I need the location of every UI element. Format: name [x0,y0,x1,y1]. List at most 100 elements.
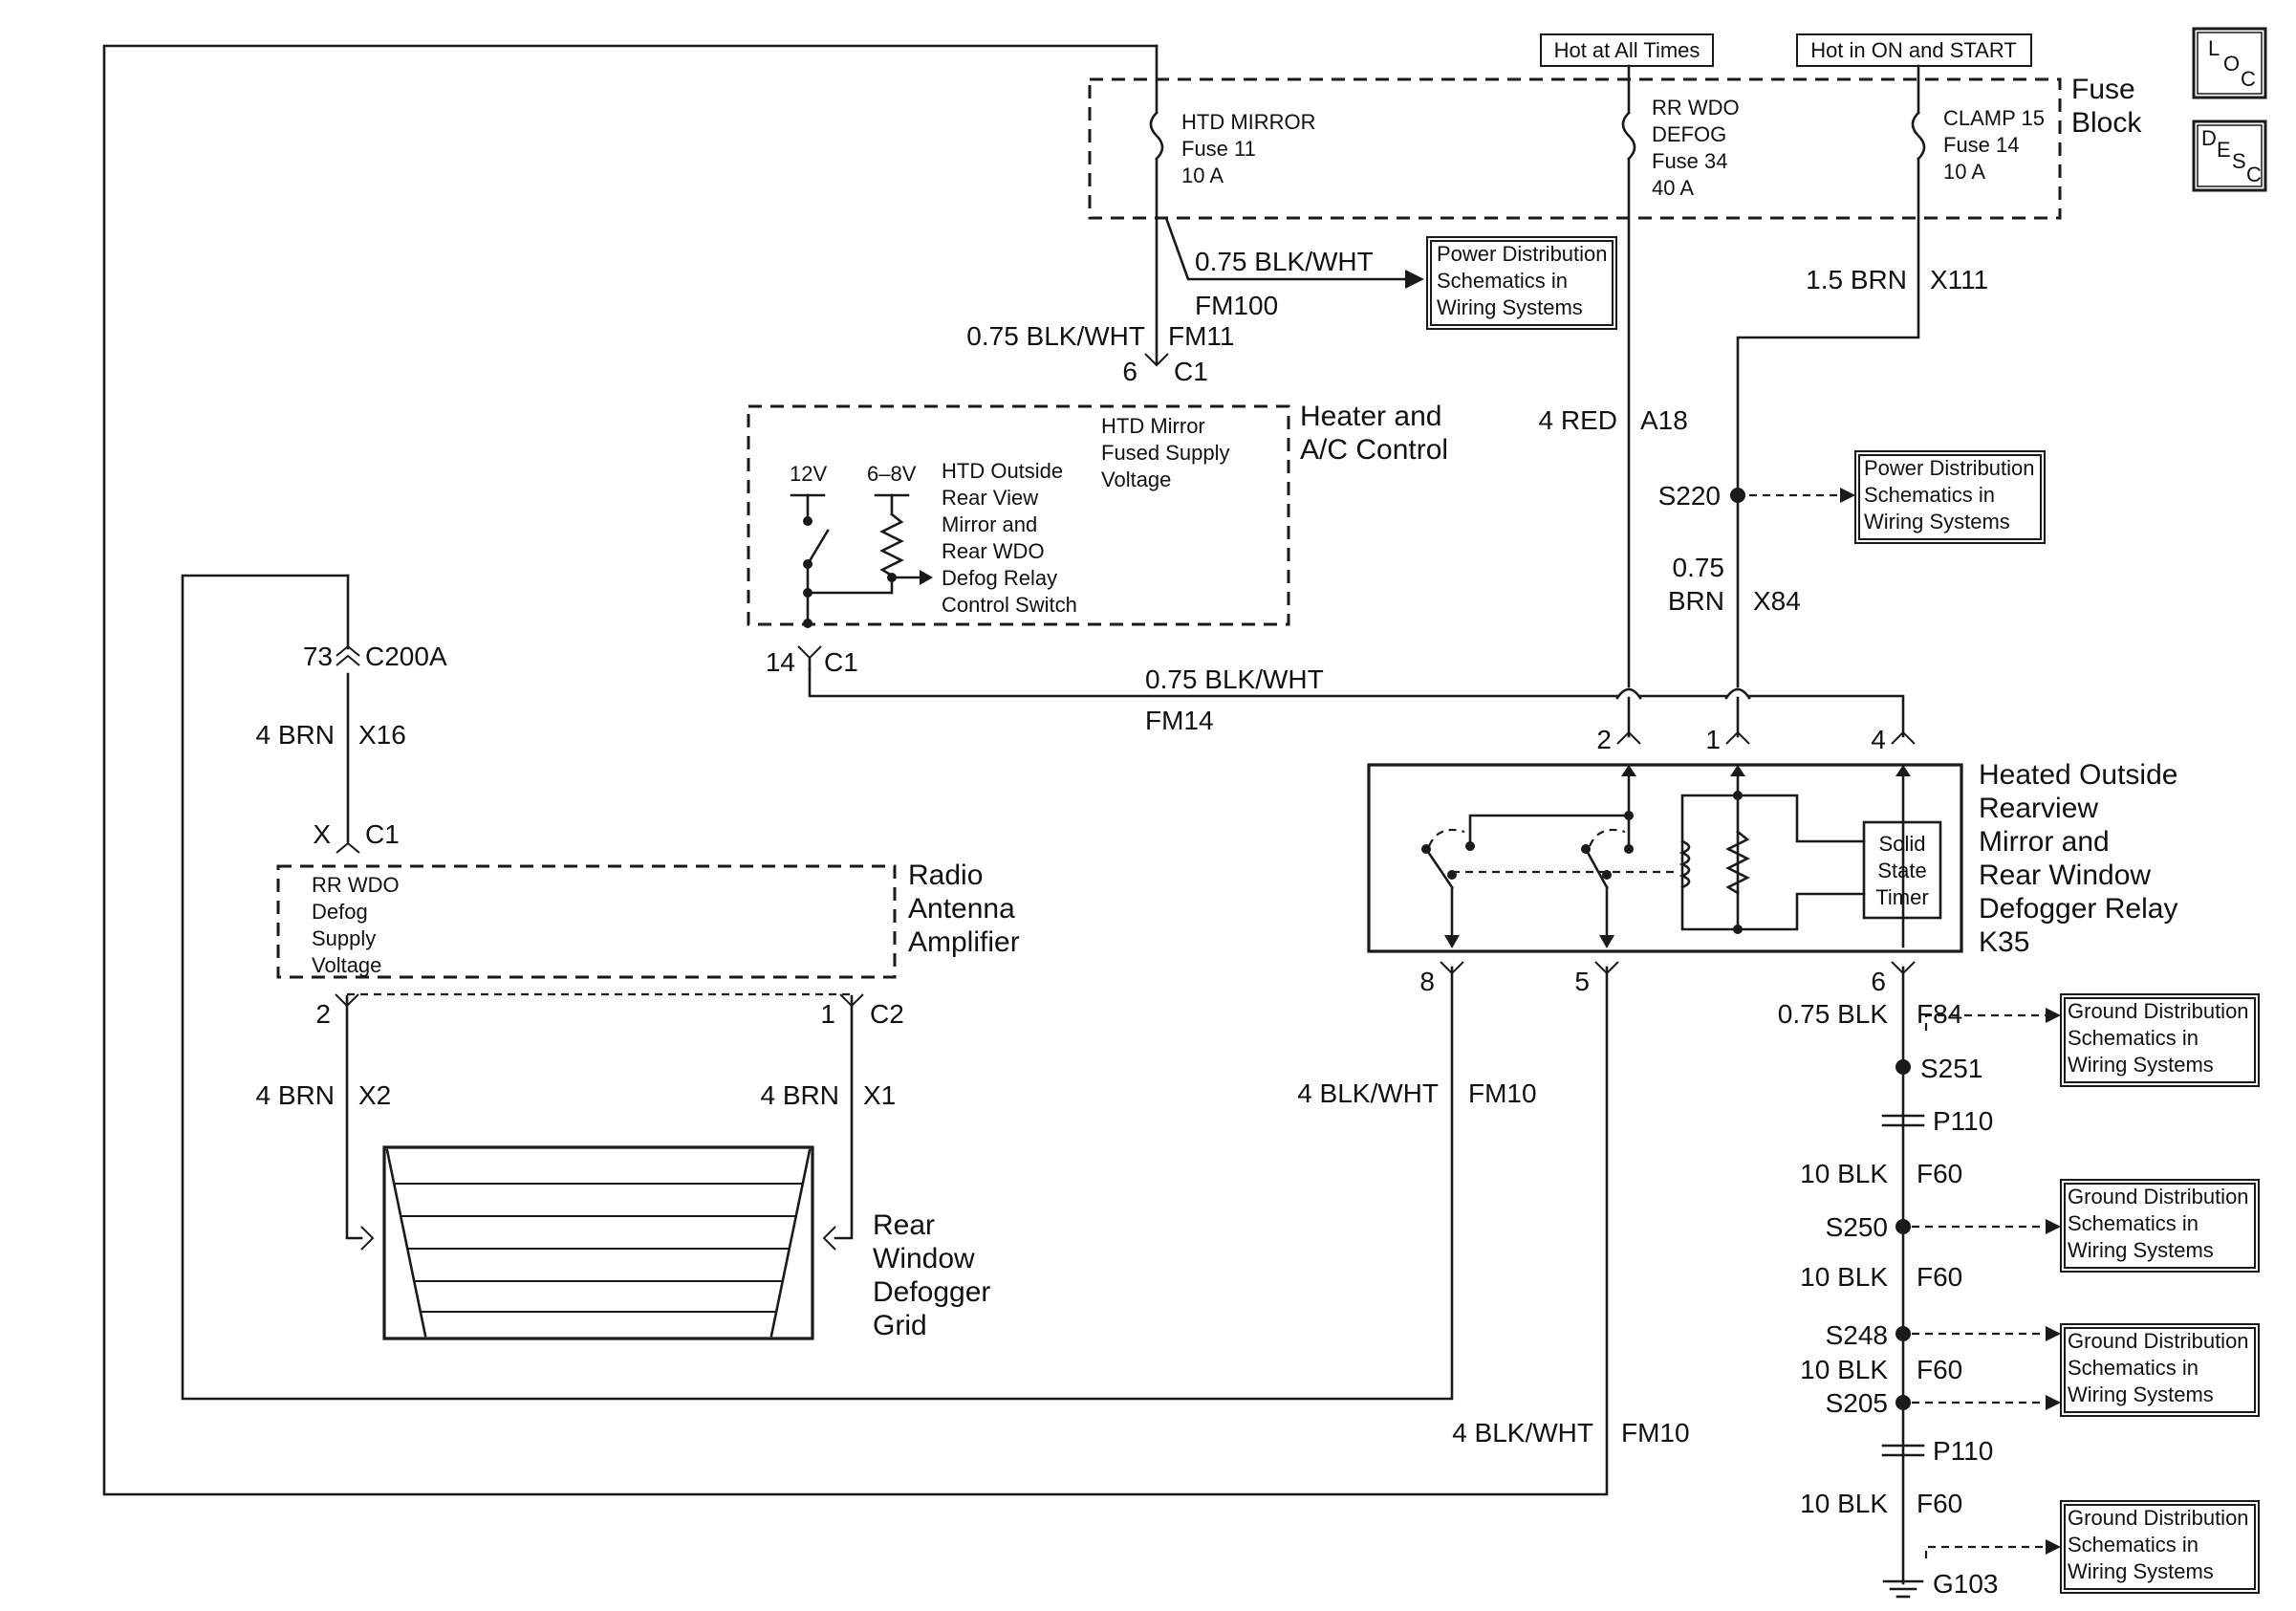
control-switch-label: Rear WDO [942,539,1045,563]
heater-ac-control: Heater and A/C Control HTD Mirror Fused … [747,401,1448,628]
desc-icon-letter: S [2232,149,2246,173]
hot-in-on-start-label: Hot in ON and START [1810,38,2017,62]
ref-label: Power Distribution [1437,242,1608,266]
splice-label: S251 [1920,1054,1982,1083]
relay-title: Rearview [1979,793,2098,824]
wire-gauge-label: 4 BRN [256,1080,335,1110]
htd-mirror-supply-label: Fused Supply [1101,441,1230,465]
loc-icon[interactable]: L O C [2192,27,2267,99]
ref-label: Ground Distribution [2068,1329,2249,1353]
grid-title: Defogger [873,1276,990,1308]
connector-pin-label: 6 [1122,357,1137,386]
radio-amp-title: Amplifier [908,926,1020,958]
hot-at-all-times-label: Hot at All Times [1554,38,1700,62]
solid-state-timer-label: Solid [1879,832,1926,856]
relay-pin-label: 2 [1596,725,1612,754]
circuit-label: FM10 [1621,1418,1690,1448]
ground-distribution-ref-s251[interactable]: Ground Distribution Schematics in Wiring… [2060,993,2260,1087]
ground-distribution-ref-s248[interactable]: Ground Distribution Schematics in Wiring… [2060,1323,2260,1417]
ref-label: Schematics in [2068,1026,2199,1050]
splice-label: S205 [1826,1388,1888,1418]
wire-gauge-label: 10 BLK [1800,1355,1888,1384]
fuse-block-title: Block [2071,107,2142,139]
loc-icon-letter: L [2208,36,2220,60]
power-distribution-ref-s220[interactable]: Power Distribution Schematics in Wiring … [1854,450,2046,544]
connector-label: C1 [365,819,400,849]
ref-label: Wiring Systems [2068,1382,2214,1406]
relay-title: Defogger Relay [1979,893,2177,925]
wire-gauge-label: 4 RED [1539,405,1617,435]
connector-pin-label: 2 [315,999,331,1029]
connector-label: C1 [1174,357,1208,386]
ground-distribution-ref-g103[interactable]: Ground Distribution Schematics in Wiring… [2060,1500,2260,1594]
connector-pin-label: X [313,819,331,849]
rr-wdo-supply-label: Defog [312,900,368,924]
ref-label: Schematics in [2068,1533,2199,1557]
circuit-label: F60 [1917,1355,1962,1384]
voltage-12v-label: 12V [790,462,827,486]
connector-label: C200A [365,642,447,671]
grid-title: Rear [873,1209,935,1241]
fuse-11-label: HTD MIRROR [1181,110,1316,134]
relay-pin-label: 1 [1705,725,1721,754]
circuit-label: F60 [1917,1262,1962,1292]
relay-title: Rear Window [1979,860,2151,891]
ref-label: Ground Distribution [2068,1185,2249,1208]
relay-pin-label: 4 [1871,725,1886,754]
ref-label: Wiring Systems [1437,295,1583,319]
circuit-label: FM100 [1195,291,1278,320]
power-distribution-ref-top[interactable]: Power Distribution Schematics in Wiring … [1426,236,1617,330]
loc-icon-letter: C [2241,67,2256,91]
connector-pin-label: 14 [766,647,795,677]
connector-symbols [335,353,1916,1008]
circuit-label: F84 [1917,999,1962,1029]
radio-antenna-amplifier: Radio Antenna Amplifier RR WDO Defog Sup… [276,860,1020,996]
control-switch-label: HTD Outside [942,459,1063,483]
circuit-label: F60 [1917,1489,1962,1518]
ref-label: Ground Distribution [2068,1506,2249,1530]
wire-gauge-label: 10 BLK [1800,1159,1888,1188]
fuse-34-label: 40 A [1652,176,1694,200]
splice-label: S248 [1826,1320,1888,1350]
circuit-label: X2 [358,1080,391,1110]
wire-gauge-label: 4 BRN [256,720,335,750]
relay-title: Mirror and [1979,826,2110,858]
control-switch-label: Defog Relay [942,566,1057,590]
control-switch-label: Rear View [942,486,1038,510]
heater-control-title: A/C Control [1300,434,1448,466]
voltage-6-8v-label: 6–8V [867,462,917,486]
wire-gauge-label: 4 BRN [761,1080,839,1110]
wire-gauge-label: 0.75 BLK/WHT [966,321,1145,351]
wire-gauge-label: 10 BLK [1800,1262,1888,1292]
fuse-11-label: 10 A [1181,163,1224,187]
connector-label: P110 [1933,1106,1993,1136]
wire-gauge-label: 4 BLK/WHT [1297,1078,1439,1108]
wire-gauge-label: 0.75 BLK [1778,999,1889,1029]
rr-wdo-supply-label: Voltage [312,953,381,977]
desc-icon[interactable]: D E S C [2192,120,2267,192]
circuit-label: X84 [1753,586,1801,616]
wire-gauge-label: 1.5 BRN [1806,265,1907,294]
wire-gauge-label: 0.75 BLK/WHT [1195,247,1374,276]
fuse-block: Fuse Block HTD MIRROR Fuse 11 10 A RR WD… [1088,44,2142,220]
fuse-34-label: RR WDO [1652,96,1740,120]
circuit-label: F60 [1917,1159,1962,1188]
circuit-label: X1 [863,1080,896,1110]
ref-label: Wiring Systems [2068,1053,2214,1077]
desc-icon-letter: C [2246,163,2262,186]
wires [102,44,1920,1585]
wire-gauge-label: BRN [1668,586,1724,616]
wire-gauge-label: 4 BLK/WHT [1452,1418,1593,1448]
circuit-label: X111 [1930,265,1988,294]
desc-icon-letter: D [2201,126,2217,150]
splice-label: S250 [1826,1212,1888,1242]
connector-label: P110 [1933,1436,1993,1466]
ref-label: Schematics in [1437,269,1568,293]
circuit-label: FM10 [1468,1078,1537,1108]
ground-distribution-ref-s250[interactable]: Ground Distribution Schematics in Wiring… [2060,1179,2260,1273]
ref-label: Schematics in [2068,1211,2199,1235]
rr-wdo-supply-label: Supply [312,926,376,950]
loc-icon-letter: O [2223,52,2240,76]
ref-label: Wiring Systems [1864,510,2010,533]
splice-label: S220 [1658,481,1721,511]
